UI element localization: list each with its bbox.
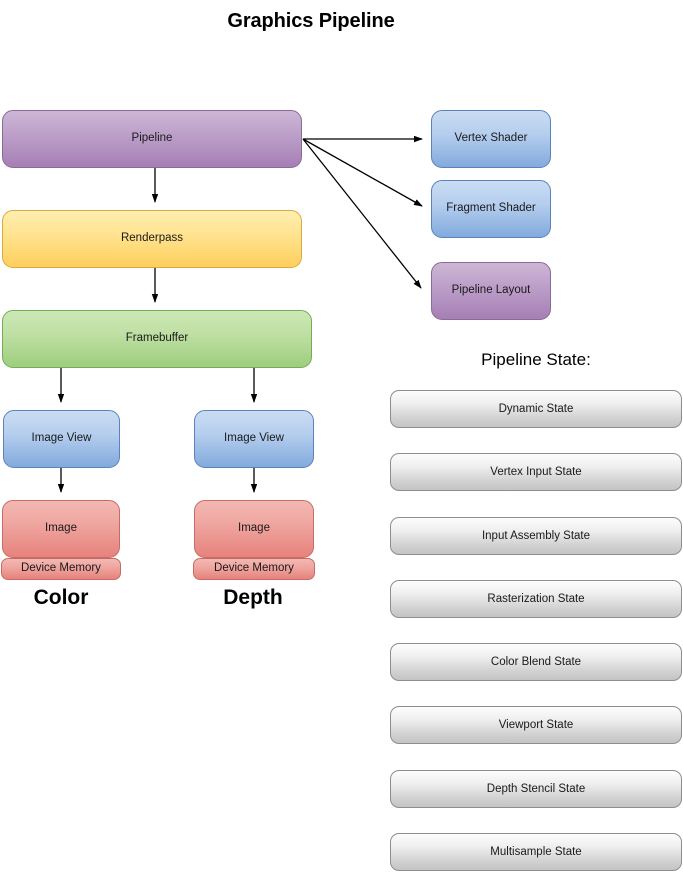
state-button-label: Rasterization State [487,593,585,605]
state-button-label: Dynamic State [498,403,574,415]
node-label: Renderpass [120,232,183,245]
state-button-label: Depth Stencil State [486,783,586,795]
state-button-viewport-state[interactable]: Viewport State [390,706,682,744]
state-button-dynamic-state[interactable]: Dynamic State [390,390,682,428]
node-label: Framebuffer [125,332,189,345]
node-image-view-depth[interactable]: Image View [194,410,314,468]
arrow-pipeline-to-pipeline-layout [302,138,422,289]
node-image-depth[interactable]: Image [194,500,314,558]
state-button-input-assembly-state[interactable]: Input Assembly State [390,517,682,555]
state-button-label: Vertex Input State [490,466,582,478]
state-button-multisample-state[interactable]: Multisample State [390,833,682,871]
node-framebuffer[interactable]: Framebuffer [2,310,312,368]
node-label: Image View [31,432,92,445]
column-label-color: Color [33,586,89,609]
node-image-color[interactable]: Image [2,500,120,558]
node-fragment-shader[interactable]: Fragment Shader [431,180,551,238]
node-label: Image [238,522,270,535]
node-vertex-shader[interactable]: Vertex Shader [431,110,551,168]
node-device-memory-depth[interactable]: Device Memory [193,558,315,580]
state-button-label: Input Assembly State [481,530,591,542]
page-title: Graphics Pipeline [227,10,395,32]
state-button-label: Color Blend State [490,656,582,668]
node-device-memory-color[interactable]: Device Memory [1,558,121,580]
node-label: Device Memory [21,562,101,575]
node-label: Image [45,522,77,535]
node-label: Pipeline Layout [451,284,531,297]
state-button-label: Multisample State [490,846,582,858]
node-label: Device Memory [214,562,294,575]
state-button-vertex-input-state[interactable]: Vertex Input State [390,453,682,491]
state-button-rasterization-state[interactable]: Rasterization State [390,580,682,618]
state-button-label: Viewport State [498,719,574,731]
node-label: Pipeline [131,132,173,145]
state-button-color-blend-state[interactable]: Color Blend State [390,643,682,681]
node-pipeline-layout[interactable]: Pipeline Layout [431,262,551,320]
node-label: Image View [224,432,284,445]
pipeline-state-heading: Pipeline State: [481,350,591,369]
node-pipeline[interactable]: Pipeline [2,110,302,168]
node-image-view-color[interactable]: Image View [3,410,120,468]
node-renderpass[interactable]: Renderpass [2,210,302,268]
node-label: Vertex Shader [454,132,528,145]
arrow-pipeline-to-fragment-shader [302,138,423,207]
column-label-depth: Depth [223,586,283,609]
state-button-depth-stencil-state[interactable]: Depth Stencil State [390,770,682,808]
node-label: Fragment Shader [446,202,536,215]
